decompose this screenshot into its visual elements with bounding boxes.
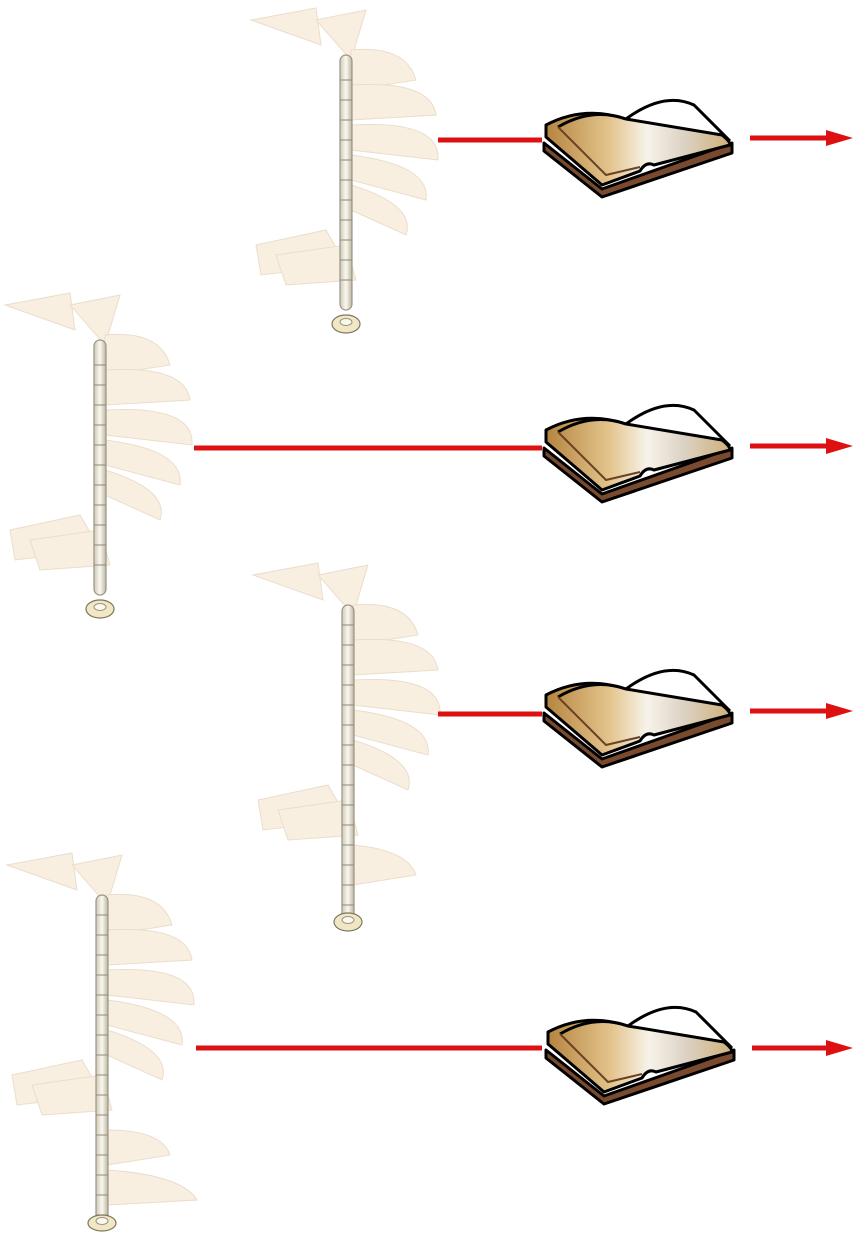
row-3 [251, 562, 853, 932]
arrow-right-icon [750, 130, 853, 146]
spiral-staircase [5, 852, 198, 1232]
row-4 [5, 852, 853, 1232]
open-book-icon [544, 1005, 736, 1106]
spiral-staircase [3, 292, 193, 619]
open-book-icon [542, 403, 734, 504]
open-book-icon [542, 668, 734, 769]
spiral-staircase [249, 7, 439, 334]
row-2 [3, 292, 853, 619]
arrow-right-icon [750, 703, 853, 719]
row-1 [249, 7, 853, 334]
open-book-icon [542, 98, 734, 199]
arrow-right-icon [752, 1040, 853, 1056]
arrow-right-icon [750, 438, 853, 454]
spiral-staircase [251, 562, 441, 932]
